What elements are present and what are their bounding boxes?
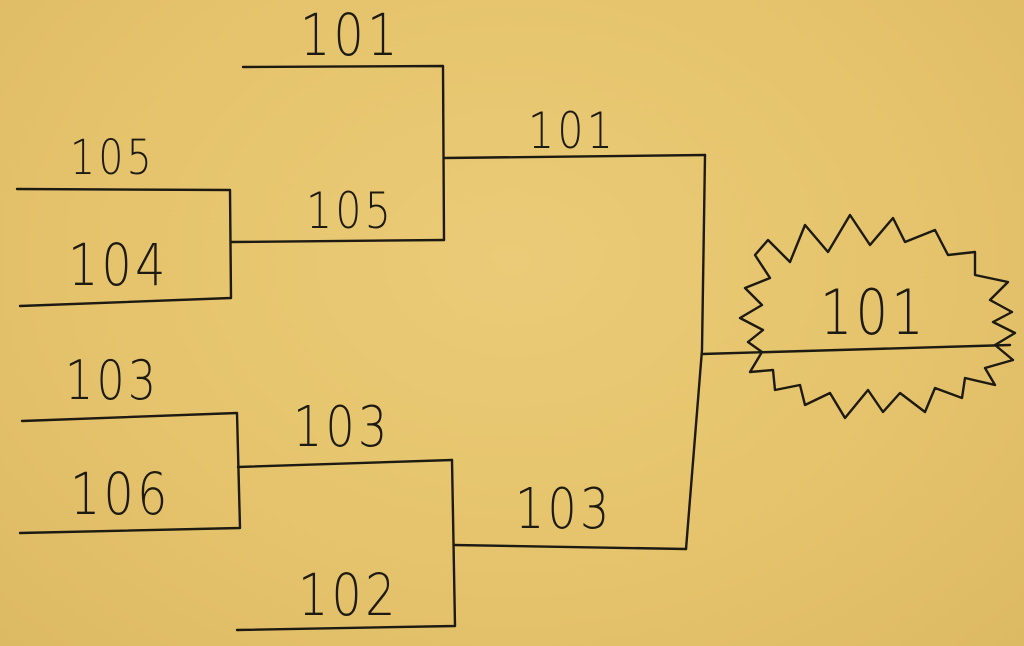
bracket-line-r1-bottom-winner <box>236 458 454 469</box>
team-label-sf-101: 101 <box>528 102 617 160</box>
bracket-line-champion <box>700 343 1012 356</box>
team-label-r2-101: 101 <box>300 1 401 69</box>
team-label-r1-103: 103 <box>65 349 160 412</box>
team-label-r1-105: 105 <box>70 130 155 186</box>
starburst-icon <box>738 213 1017 420</box>
bracket-line-sf-top <box>442 153 707 160</box>
bracket-line-r1-top <box>15 187 233 308</box>
team-label-sf-103: 103 <box>515 477 613 542</box>
team-label-r2-103: 103 <box>293 395 391 460</box>
champion-label: 101 <box>820 276 927 349</box>
bracket-line-sf-bottom <box>452 543 688 551</box>
team-label-r1-106: 106 <box>70 460 171 528</box>
bracket-line-r1-top-winner <box>229 238 446 244</box>
bracket-line-final <box>684 153 707 551</box>
bracket-line-r1-bottom <box>18 411 242 535</box>
bracket-line-r2-bottom <box>235 458 457 632</box>
team-label-r2-102: 102 <box>298 561 399 629</box>
team-label-r2-105: 105 <box>306 182 395 240</box>
bracket-line-r2-top <box>241 64 446 242</box>
team-label-r1-104: 104 <box>68 231 169 299</box>
